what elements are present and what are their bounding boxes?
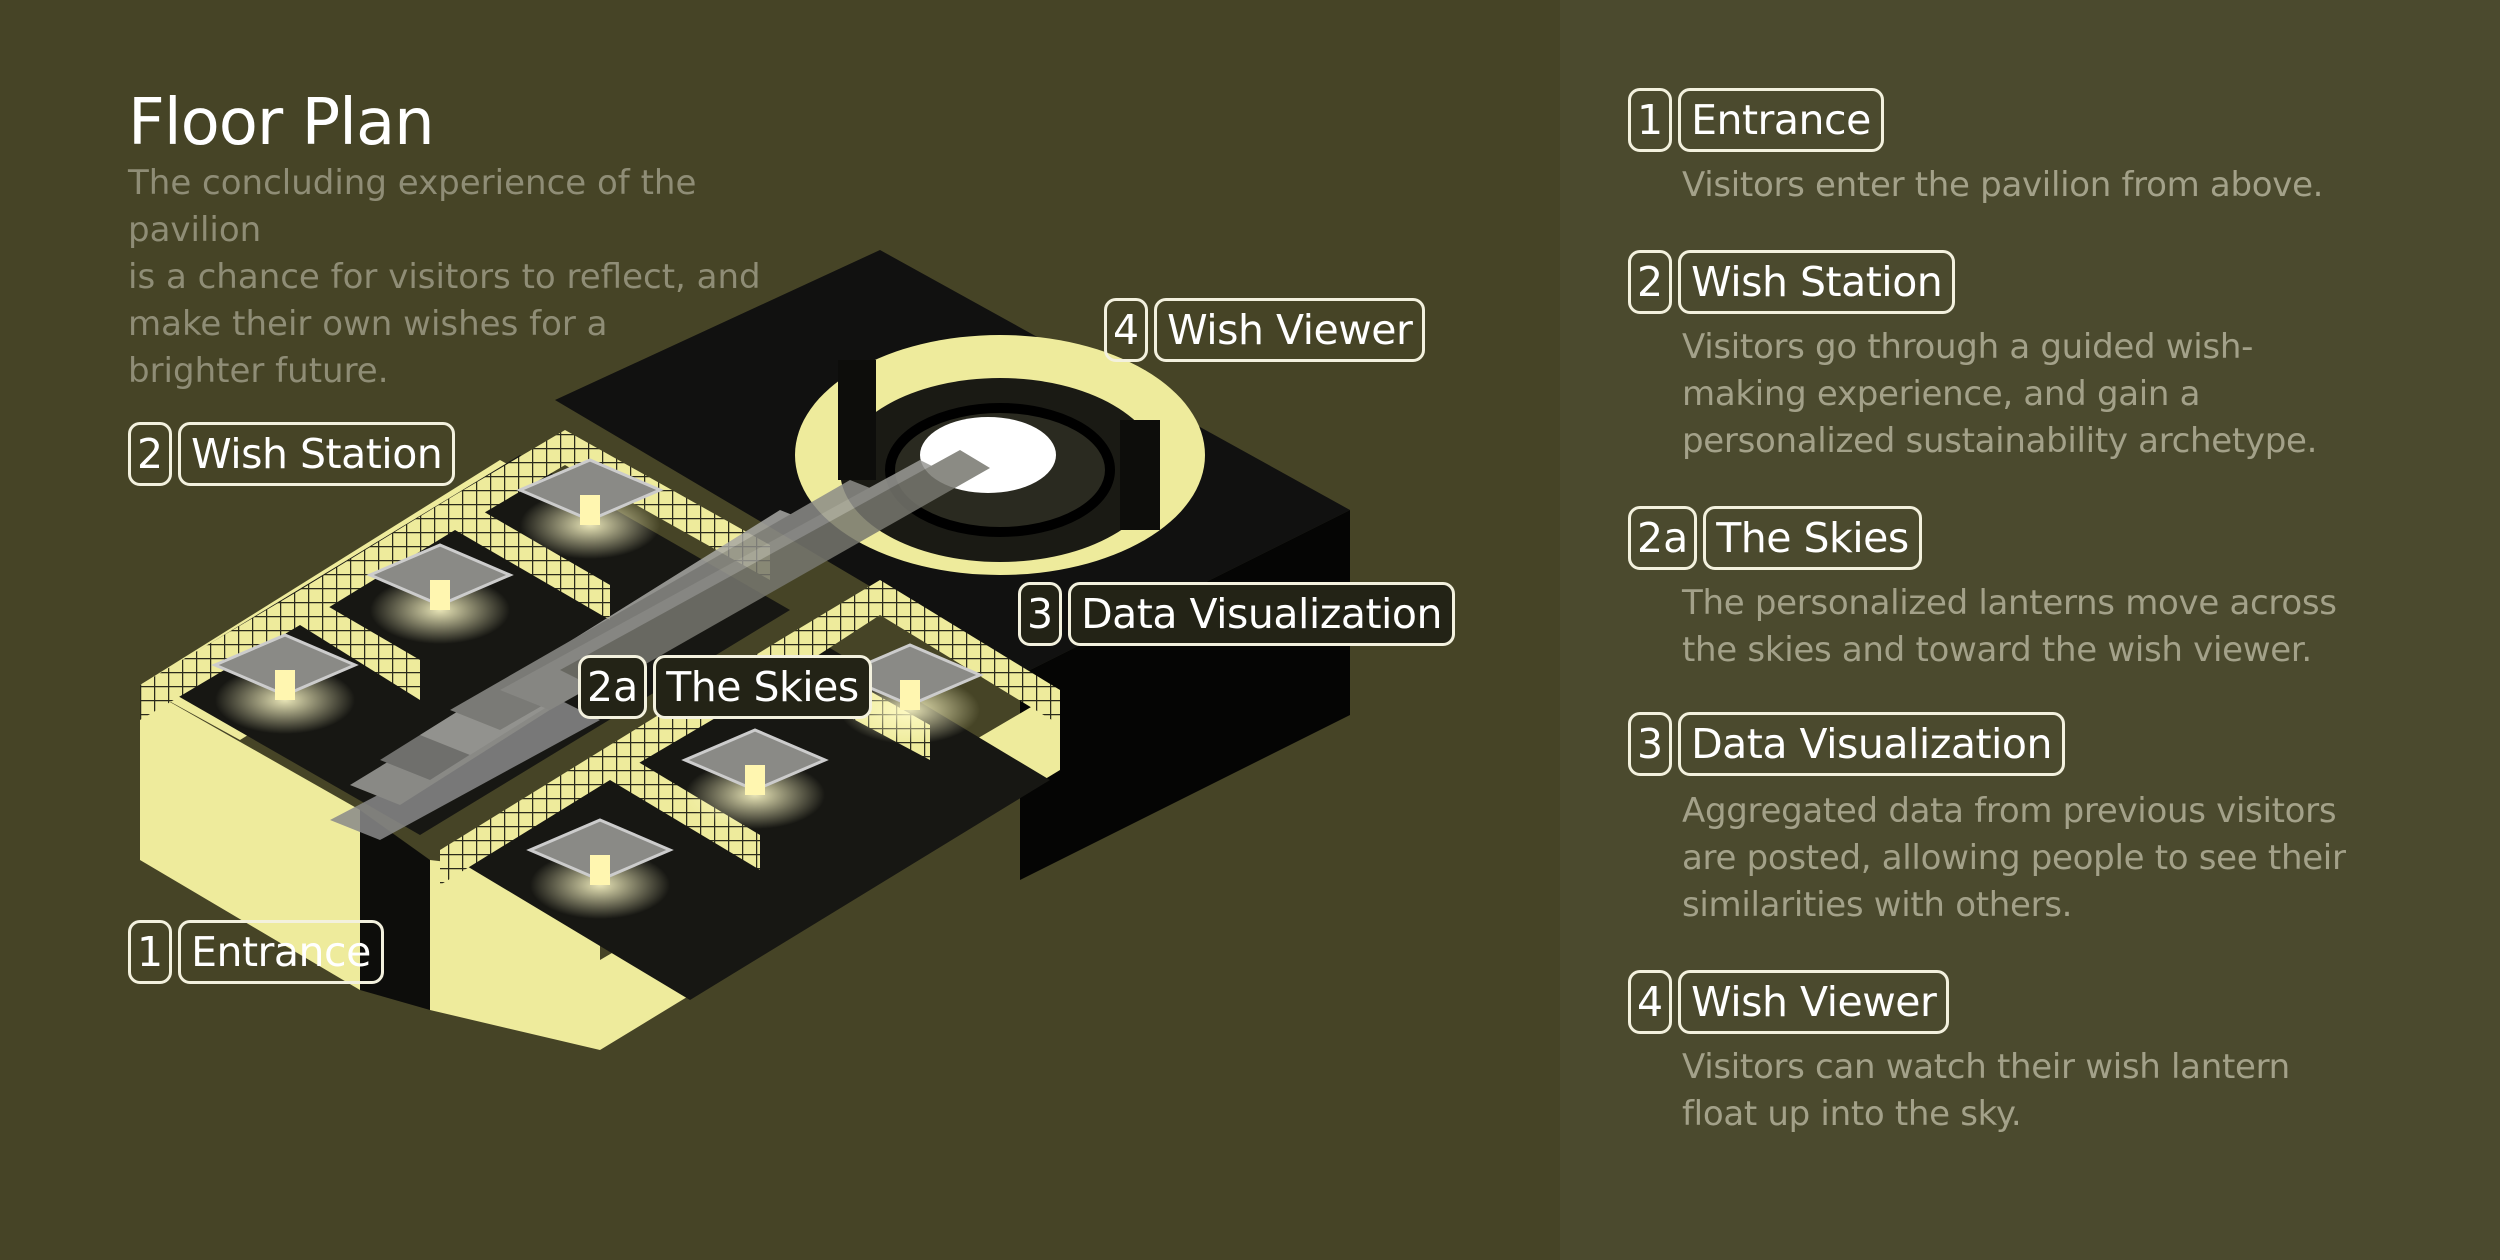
intro-line: is a chance for visitors to reflect, and bbox=[128, 257, 761, 297]
intro-line: brighter future. bbox=[128, 351, 389, 391]
label-number: 4 bbox=[1104, 298, 1149, 362]
legend-description-line: Visitors can watch their wish lantern bbox=[1682, 1047, 2290, 1087]
legend-description-line: the skies and toward the wish viewer. bbox=[1682, 630, 2312, 670]
legend-description-line: personalized sustainability archetype. bbox=[1682, 421, 2318, 461]
legend-name: Data Visualization bbox=[1678, 712, 2065, 776]
floor-plan-diagram bbox=[140, 250, 1350, 1050]
legend-title-the-skies: 2a The Skies bbox=[1628, 506, 1922, 570]
label-name: Entrance bbox=[178, 920, 384, 984]
legend-panel bbox=[1560, 0, 2500, 1260]
lantern-pod bbox=[681, 728, 829, 829]
lantern-pod bbox=[211, 633, 359, 734]
legend-description-line: similarities with others. bbox=[1682, 885, 2073, 925]
label-entrance: 1 Entrance bbox=[128, 920, 384, 984]
lantern-pod bbox=[836, 643, 984, 744]
legend-title-data-visualization: 3 Data Visualization bbox=[1628, 712, 2065, 776]
legend-description-line: The personalized lanterns move across bbox=[1682, 583, 2337, 623]
legend-description-line: are posted, allowing people to see their bbox=[1682, 838, 2346, 878]
legend-number: 4 bbox=[1628, 970, 1673, 1034]
legend-description: Visitors can watch their wish lantern fl… bbox=[1682, 1044, 2290, 1138]
legend-number: 2 bbox=[1628, 250, 1673, 314]
legend-description-line: float up into the sky. bbox=[1682, 1094, 2022, 1134]
label-number: 2 bbox=[128, 422, 173, 486]
legend-number: 3 bbox=[1628, 712, 1673, 776]
legend-number: 1 bbox=[1628, 88, 1673, 152]
lantern-pod bbox=[526, 818, 674, 919]
lantern-pods bbox=[211, 458, 984, 919]
lantern-pod bbox=[366, 543, 514, 644]
lantern-pod bbox=[516, 458, 664, 559]
legend-name: The Skies bbox=[1703, 506, 1922, 570]
legend-description-line: Aggregated data from previous visitors bbox=[1682, 791, 2337, 831]
legend-title-wish-viewer: 4 Wish Viewer bbox=[1628, 970, 1950, 1034]
label-wish-viewer: 4 Wish Viewer bbox=[1104, 298, 1426, 362]
legend-description: The personalized lanterns move across th… bbox=[1682, 580, 2337, 674]
legend-name: Entrance bbox=[1678, 88, 1884, 152]
label-name: Data Visualization bbox=[1068, 582, 1455, 646]
legend-name: Wish Viewer bbox=[1678, 970, 1950, 1034]
legend-description-line: Visitors enter the pavilion from above. bbox=[1682, 165, 2324, 205]
label-name: Wish Viewer bbox=[1154, 298, 1426, 362]
label-number: 1 bbox=[128, 920, 173, 984]
label-name: Wish Station bbox=[178, 422, 456, 486]
legend-description-line: making experience, and gain a bbox=[1682, 374, 2201, 414]
label-the-skies: 2a The Skies bbox=[578, 655, 872, 719]
label-name: The Skies bbox=[653, 655, 872, 719]
legend-title-entrance: 1 Entrance bbox=[1628, 88, 1884, 152]
page-title: Floor Plan bbox=[128, 86, 435, 160]
label-number: 3 bbox=[1018, 582, 1063, 646]
legend-description-line: Visitors go through a guided wish- bbox=[1682, 327, 2254, 367]
intro-text: The concluding experience of the pavilio… bbox=[128, 160, 828, 395]
legend-name: Wish Station bbox=[1678, 250, 1956, 314]
legend-title-wish-station: 2 Wish Station bbox=[1628, 250, 1956, 314]
legend-description: Aggregated data from previous visitors a… bbox=[1682, 788, 2346, 929]
skies-ribbons bbox=[330, 450, 990, 840]
label-number: 2a bbox=[578, 655, 648, 719]
legend-description: Visitors go through a guided wish- makin… bbox=[1682, 324, 2317, 465]
label-wish-station: 2 Wish Station bbox=[128, 422, 456, 486]
label-data-visualization: 3 Data Visualization bbox=[1018, 582, 1455, 646]
intro-line: make their own wishes for a bbox=[128, 304, 608, 344]
legend-number: 2a bbox=[1628, 506, 1698, 570]
intro-line: The concluding experience of the pavilio… bbox=[128, 163, 697, 250]
legend-description: Visitors enter the pavilion from above. bbox=[1682, 162, 2324, 209]
